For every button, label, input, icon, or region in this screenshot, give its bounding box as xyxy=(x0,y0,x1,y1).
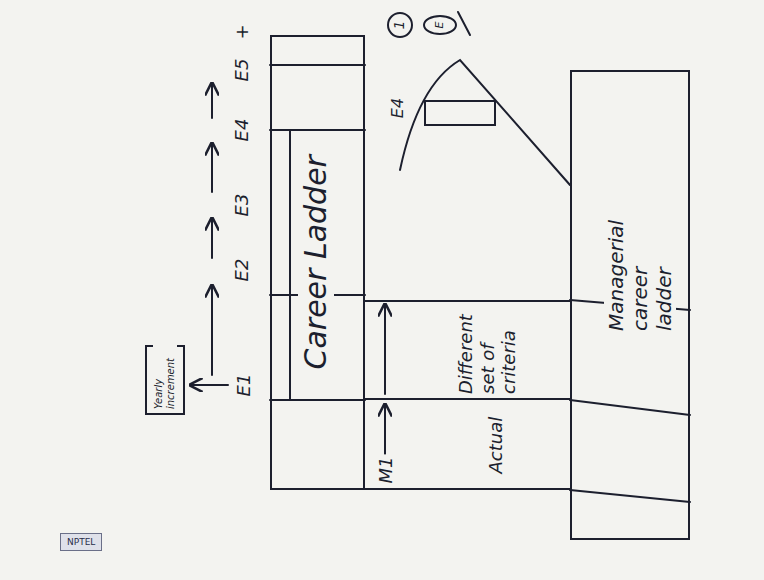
ladder-label: E1 xyxy=(234,372,254,399)
ladder-label: E5 xyxy=(232,57,252,84)
ladder-label: + xyxy=(232,22,252,41)
eye-mark xyxy=(424,16,456,34)
step-arrow xyxy=(384,304,386,394)
eye-stroke xyxy=(458,12,470,35)
ladder-label: E3 xyxy=(232,192,252,219)
ladder-band: Yearly increment xyxy=(145,345,185,415)
band-text: Different set of criteria xyxy=(455,302,520,396)
ladder-label: E2 xyxy=(232,257,252,284)
video-stamp: NPTEL xyxy=(60,533,102,551)
ladder-rung xyxy=(270,64,365,66)
band-text: Actual xyxy=(485,415,507,476)
step-arrow xyxy=(211,83,213,118)
step-arrow xyxy=(211,218,213,258)
pointer-arrow xyxy=(190,384,228,386)
band-text: Career Ladder xyxy=(298,153,334,371)
step-arrow xyxy=(211,143,213,192)
small-rectangle xyxy=(425,101,495,125)
step-arrow xyxy=(211,285,213,375)
ladder-label: 1 xyxy=(392,19,407,32)
band-line xyxy=(570,400,690,415)
ladder-band: Managerial career ladder xyxy=(570,70,690,540)
step-arrow xyxy=(384,404,386,454)
ladder-rung xyxy=(270,399,365,401)
ladder-label: E4 xyxy=(389,96,407,120)
ladder-rung xyxy=(270,129,365,131)
ladder-label: E4 xyxy=(232,117,252,144)
curve-sketch xyxy=(400,60,570,185)
circle-mark xyxy=(388,13,412,37)
ladder-label: M1 xyxy=(376,455,396,486)
ladder-label: E xyxy=(434,20,446,31)
ladder-inner-rail xyxy=(289,130,291,400)
band-text: Yearly increment xyxy=(153,345,177,411)
ladder-band: Career Ladder xyxy=(270,35,365,490)
band-line xyxy=(570,490,690,502)
band-text: Managerial career ladder xyxy=(604,208,676,333)
ladder-band: Different set of criteria xyxy=(365,300,570,400)
